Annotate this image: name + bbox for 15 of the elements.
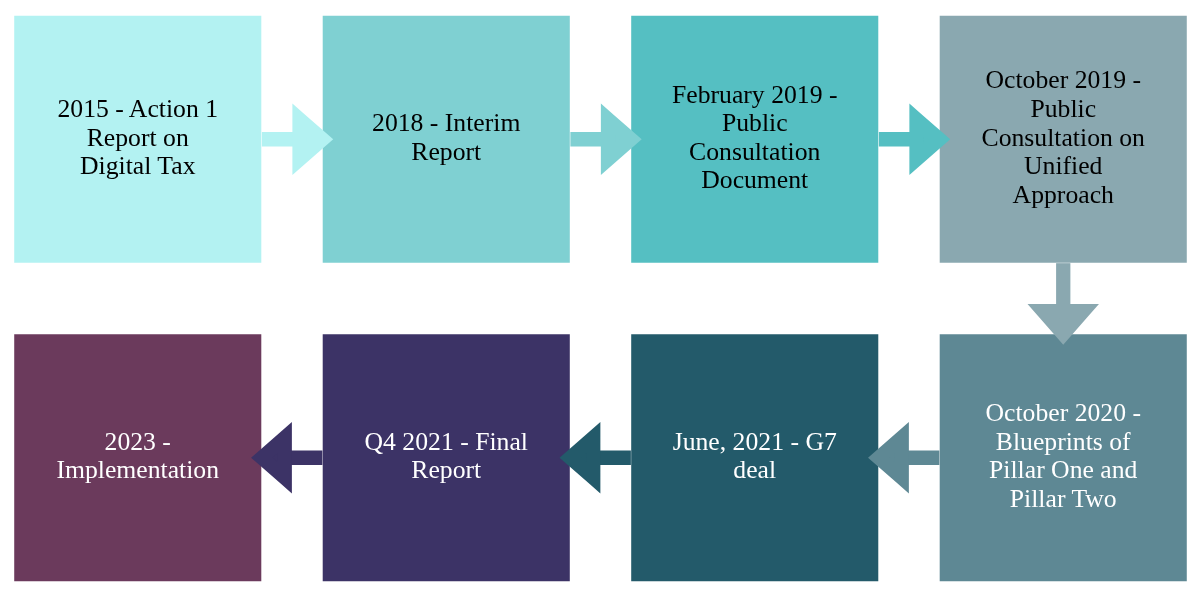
node-box: 2015 - Action 1 Report on Digital Tax [14,15,262,263]
node-box: October 2019 - Public Consultation on Unified Approach [939,15,1187,263]
arrow [559,422,631,494]
arrow [868,422,940,494]
node-box: 2023 - Implementation [14,334,262,582]
arrow [878,103,951,175]
arrow [570,103,642,175]
node-box: Q4 2021 - Final Report [322,334,570,582]
node-box: June, 2021 - G7 deal [631,334,879,582]
arrow [251,422,323,494]
arrow [261,103,334,175]
node-box: October 2020 - Blueprints of Pillar One and Pillar Two [939,334,1187,582]
arrow [1027,263,1099,345]
node-box: February 2019 - Public Consultation Document [631,15,879,263]
node-box: 2018 - Interim Report [322,15,570,263]
